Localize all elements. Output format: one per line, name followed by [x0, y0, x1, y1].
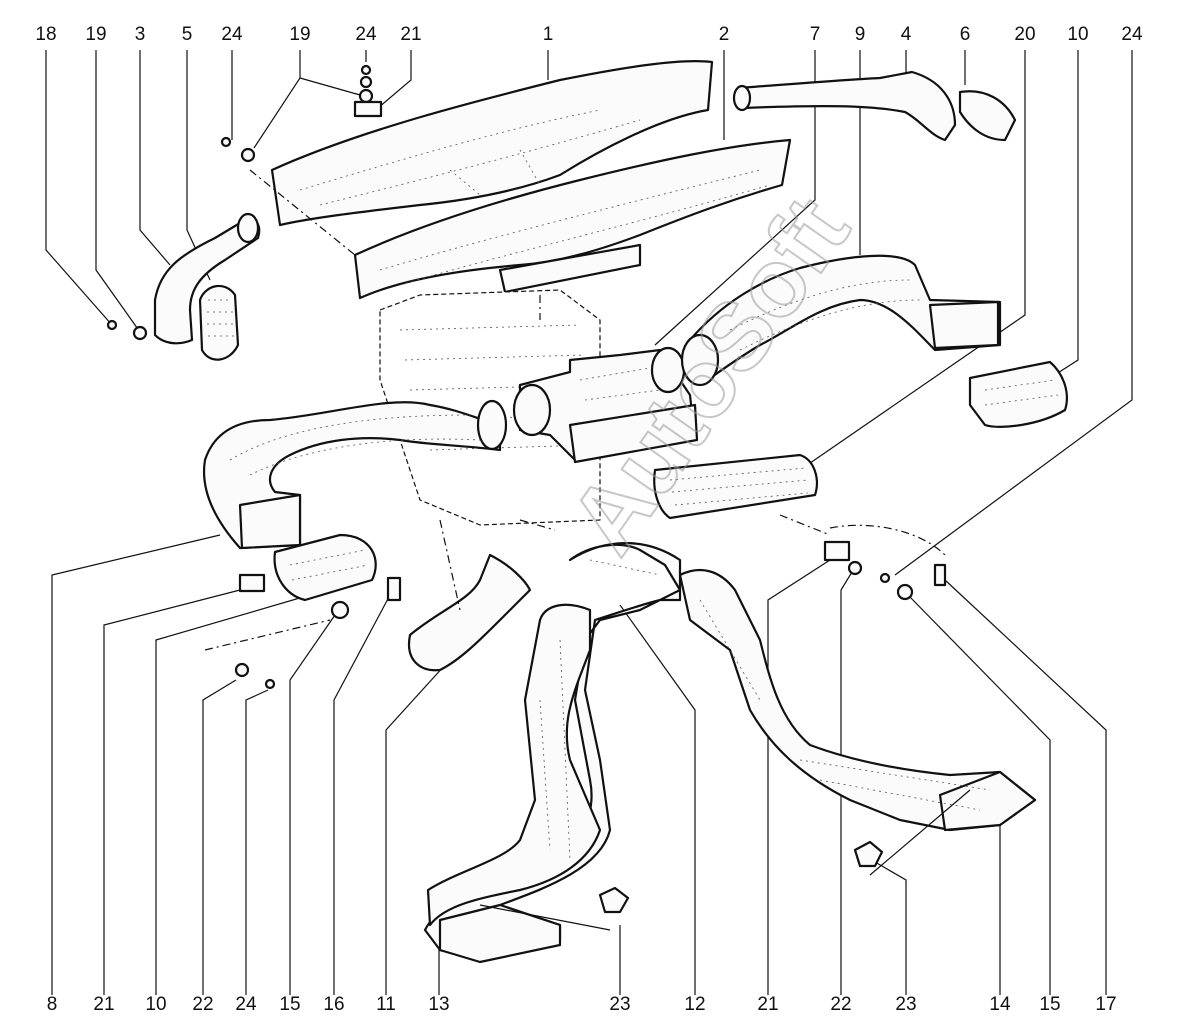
callout-14: 14: [989, 994, 1011, 1015]
callout-24d: 24: [235, 994, 257, 1015]
left-vent-grille: [273, 533, 377, 602]
left-side-vent: [153, 212, 261, 361]
center-lower-duct: [407, 553, 532, 672]
callout-23b: 23: [895, 994, 916, 1015]
callout-3: 3: [135, 24, 146, 45]
callout-5: 5: [182, 24, 193, 45]
fasteners: [106, 64, 947, 914]
callout-19b: 19: [289, 24, 310, 45]
callout-20: 20: [1014, 24, 1035, 45]
right-floor-duct: [678, 568, 1037, 832]
clip-21-top: [353, 100, 383, 118]
callout-24c: 24: [1121, 24, 1143, 45]
center-outlet: [512, 346, 699, 464]
callout-13: 13: [428, 994, 449, 1015]
callout-24: 24: [221, 24, 243, 45]
callout-1: 1: [543, 24, 554, 45]
callout-17: 17: [1095, 994, 1116, 1015]
callout-12: 12: [684, 994, 705, 1015]
bottom-callouts: 8 21 10 22 24 15 16 11 13 23 12 21 22 23…: [47, 994, 1117, 1015]
callout-15b: 15: [1039, 994, 1060, 1015]
clip-21-right: [823, 540, 851, 562]
right-vent-grille: [968, 360, 1068, 428]
callout-9: 9: [855, 24, 866, 45]
callout-22: 22: [192, 994, 213, 1015]
nut-23-right: [853, 840, 884, 868]
callout-11: 11: [376, 994, 396, 1015]
callout-24b: 24: [355, 24, 377, 45]
callout-19: 19: [85, 24, 106, 45]
callout-22b: 22: [830, 994, 851, 1015]
right-curved-duct: [680, 254, 1002, 387]
callout-23: 23: [609, 994, 630, 1015]
callout-4: 4: [901, 24, 912, 45]
callout-10: 10: [1067, 24, 1088, 45]
callout-18: 18: [35, 24, 56, 45]
left-curved-duct: [203, 399, 508, 550]
callout-6: 6: [960, 24, 971, 45]
top-callouts: 18 19 3 5 24 19 24 21 1 2 7 9 4 6 20 10 …: [35, 24, 1143, 45]
center-vent-grille: [653, 453, 818, 520]
callout-10b: 10: [145, 994, 166, 1015]
callout-21b: 21: [93, 994, 114, 1015]
callout-16: 16: [323, 994, 344, 1015]
callout-7: 7: [810, 24, 821, 45]
callout-15: 15: [279, 994, 300, 1015]
clip-21-left: [238, 573, 266, 593]
left-floor-duct: [423, 542, 682, 964]
callout-2: 2: [719, 24, 730, 45]
callout-21c: 21: [757, 994, 778, 1015]
right-side-vent: [732, 70, 1017, 142]
dash-duct-upper: [270, 60, 714, 227]
nut-23-left: [598, 886, 630, 914]
callout-8: 8: [47, 994, 58, 1015]
callout-21: 21: [400, 24, 421, 45]
assembly-lines: [204, 169, 971, 931]
dash-duct-lower: [353, 138, 792, 300]
